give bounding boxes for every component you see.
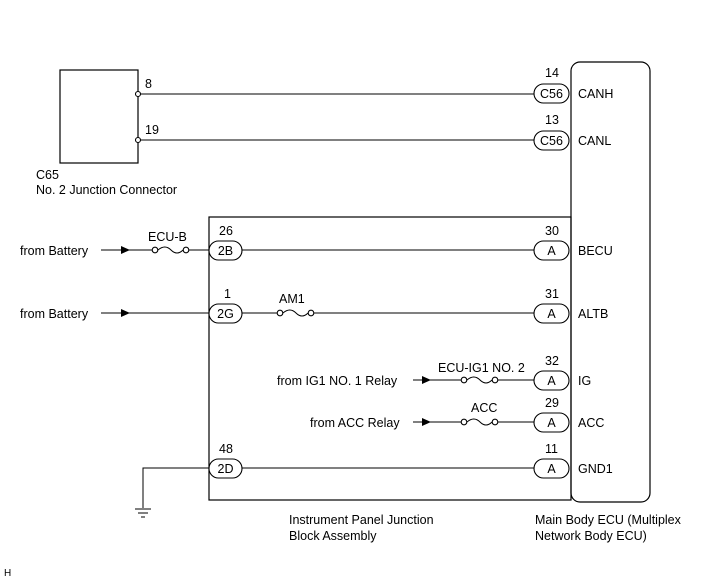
signal-gnd1: GND1: [578, 462, 613, 476]
fuse-ecu-b: ECU-B: [148, 230, 187, 244]
canl-circuit: 19 C56 13 CANL: [134, 113, 611, 151]
connector-a-gnd1: [533, 458, 570, 479]
connector-a-acc-label: A: [547, 416, 556, 430]
signal-canh: CANH: [578, 87, 613, 101]
canh-circuit: 8 C56 14 CANH: [134, 66, 613, 104]
pin-ecu-29: 29: [545, 396, 559, 410]
pin-c65-8: 8: [145, 77, 152, 91]
pin-ecu-30: 30: [545, 224, 559, 238]
junction-block-name-line1: Instrument Panel Junction: [289, 513, 434, 527]
fuse-ecu-ig1: ECU-IG1 NO. 2: [438, 361, 525, 375]
corner-mark: H: [4, 568, 11, 579]
connector-c56-canl: [533, 130, 570, 151]
gnd1-circuit: 2D 48 A 11 GND1: [135, 442, 613, 518]
pin-2g-1: 1: [224, 287, 231, 301]
source-acc-relay: from ACC Relay: [310, 416, 400, 430]
connector-a-gnd1-label: A: [547, 462, 556, 476]
signal-canl: CANL: [578, 134, 611, 148]
signal-ig: IG: [578, 374, 591, 388]
pin-c65-19: 19: [145, 123, 159, 137]
ig-circuit: from IG1 NO. 1 Relay ECU-IG1 NO. 2 A 32 …: [277, 354, 591, 391]
ecu-name-line1: Main Body ECU (Multiplex: [535, 513, 682, 527]
main-body-ecu-box: [570, 61, 651, 503]
source-battery-1: from Battery: [20, 244, 89, 258]
acc-circuit: from ACC Relay ACC A 29 ACC: [310, 396, 604, 433]
connector-a-ig-label: A: [547, 374, 556, 388]
becu-circuit: from Battery ECU-B 2B 26 A 30 BECU: [20, 224, 613, 261]
pin-ecu-11: 11: [545, 442, 558, 456]
connector-c56-canl-label: C56: [540, 134, 563, 148]
source-ig1-relay: from IG1 NO. 1 Relay: [277, 374, 398, 388]
signal-altb: ALTB: [578, 307, 608, 321]
connector-a-altb: [533, 303, 570, 324]
junction-block-box: [208, 216, 572, 501]
connector-a-acc: [533, 412, 570, 433]
source-battery-2: from Battery: [20, 307, 89, 321]
altb-circuit: from Battery 2G 1 AM1 A 31 ALTB: [20, 287, 608, 324]
junction-connector-code: C65: [36, 168, 59, 182]
pin-ecu-32: 32: [545, 354, 559, 368]
connector-2g-label: 2G: [217, 307, 234, 321]
pin-2b-26: 26: [219, 224, 233, 238]
junction-connector-box: [59, 69, 139, 164]
fuse-acc: ACC: [471, 401, 497, 415]
connector-2d-label: 2D: [218, 462, 234, 476]
connector-a-becu-label: A: [547, 244, 556, 258]
ecu-name-line2: Network Body ECU): [535, 529, 647, 543]
fuse-am1: AM1: [279, 292, 305, 306]
connector-a-altb-label: A: [547, 307, 556, 321]
signal-acc: ACC: [578, 416, 604, 430]
pin-ecu-13: 13: [545, 113, 559, 127]
junction-connector-name: No. 2 Junction Connector: [36, 183, 177, 197]
pin-ecu-31: 31: [545, 287, 559, 301]
connector-c56-canh-label: C56: [540, 87, 563, 101]
junction-block-name-line2: Block Assembly: [289, 529, 377, 543]
pin-ecu-14: 14: [545, 66, 559, 80]
connector-a-ig: [533, 370, 570, 391]
connector-2b-label: 2B: [218, 244, 233, 258]
connector-a-becu: [533, 240, 570, 261]
pin-2d-48: 48: [219, 442, 233, 456]
connector-c56-canh: [533, 83, 570, 104]
signal-becu: BECU: [578, 244, 613, 258]
